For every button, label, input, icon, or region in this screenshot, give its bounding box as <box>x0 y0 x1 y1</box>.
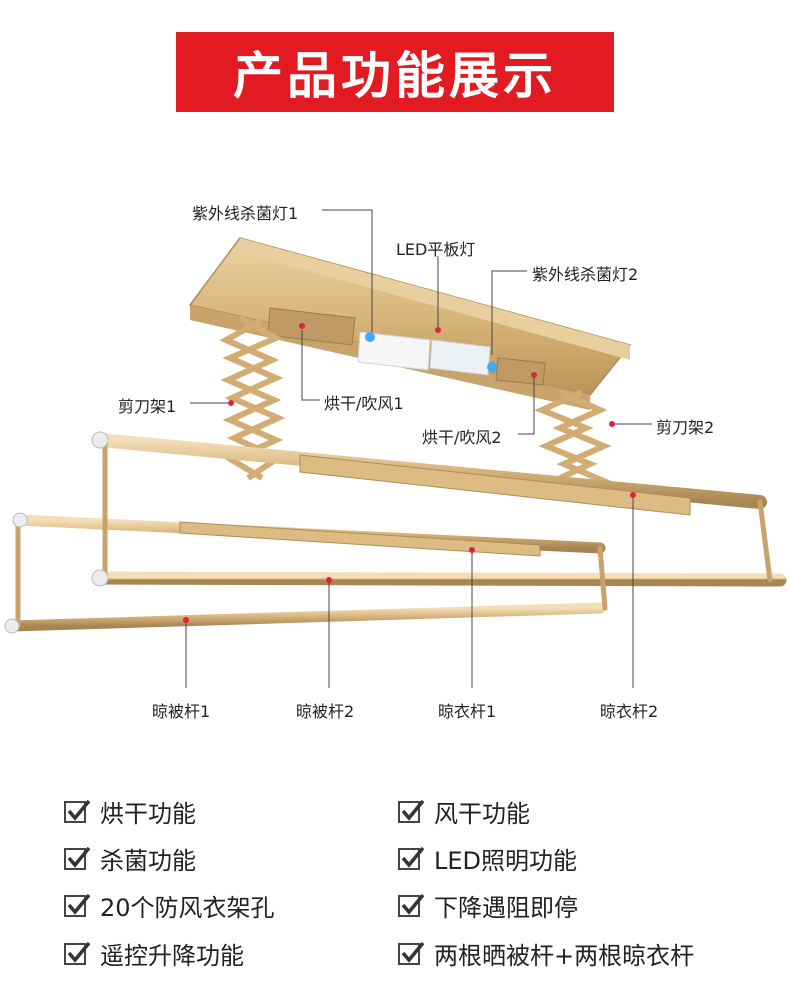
page-title: 产品功能展示 <box>233 47 557 105</box>
feature-label: 两根晒被杆+两根晾衣杆 <box>434 942 695 970</box>
feature-item: 杀菌功能 <box>64 841 196 876</box>
callout-clothes-rod-2: 晾衣杆2 <box>600 702 659 721</box>
checkbox-check-icon <box>398 799 425 823</box>
callout-scissor-arm-1: 剪刀架1 <box>118 397 177 416</box>
callout-scissor-arm-2: 剪刀架2 <box>656 418 715 437</box>
checkbox-check-icon <box>64 799 91 823</box>
checkbox-check-icon <box>64 941 91 965</box>
callout-quilt-rod-1: 晾被杆1 <box>152 702 211 721</box>
rod-end-caps <box>4 431 109 634</box>
title-banner: 产品功能展示 <box>176 32 614 112</box>
drying-rods <box>6 433 787 632</box>
feature-item: 下降遇阻即停 <box>398 888 578 923</box>
callout-markers <box>183 323 636 623</box>
callout-dry-blow-2: 烘干/吹风2 <box>422 428 502 447</box>
feature-item: LED照明功能 <box>398 841 577 876</box>
checkbox-check-icon <box>398 893 425 917</box>
checkbox-check-icon <box>64 893 91 917</box>
callout-uv-lamp-2: 紫外线杀菌灯2 <box>532 265 639 284</box>
feature-label: 烘干功能 <box>100 800 196 828</box>
checkbox-check-icon <box>398 846 425 870</box>
uv-lamp-1-glow <box>365 332 375 342</box>
feature-label: LED照明功能 <box>434 847 578 875</box>
checkbox-check-icon <box>64 846 91 870</box>
callout-dry-blow-1: 烘干/吹风1 <box>324 394 404 413</box>
feature-label: 风干功能 <box>434 800 530 828</box>
feature-item: 20个防风衣架孔 <box>64 888 275 923</box>
feature-label: 20个防风衣架孔 <box>100 894 275 922</box>
product-diagram <box>4 209 787 688</box>
feature-label: 下降遇阻即停 <box>434 894 578 922</box>
feature-item: 两根晒被杆+两根晾衣杆 <box>398 936 694 971</box>
feature-item: 烘干功能 <box>64 794 196 829</box>
feature-item: 遥控升降功能 <box>64 936 244 971</box>
callout-clothes-rod-1: 晾衣杆1 <box>438 702 497 721</box>
uv-lamp-2-glow <box>487 362 497 372</box>
callout-quilt-rod-2: 晾被杆2 <box>296 702 355 721</box>
main-housing <box>188 237 632 410</box>
callout-uv-lamp-1: 紫外线杀菌灯1 <box>192 204 299 223</box>
checkbox-check-icon <box>398 941 425 965</box>
feature-label: 杀菌功能 <box>100 847 196 875</box>
feature-item: 风干功能 <box>398 794 530 829</box>
callout-led-panel: LED平板灯 <box>396 240 476 259</box>
feature-label: 遥控升降功能 <box>100 942 244 970</box>
leader-lines <box>185 209 652 688</box>
